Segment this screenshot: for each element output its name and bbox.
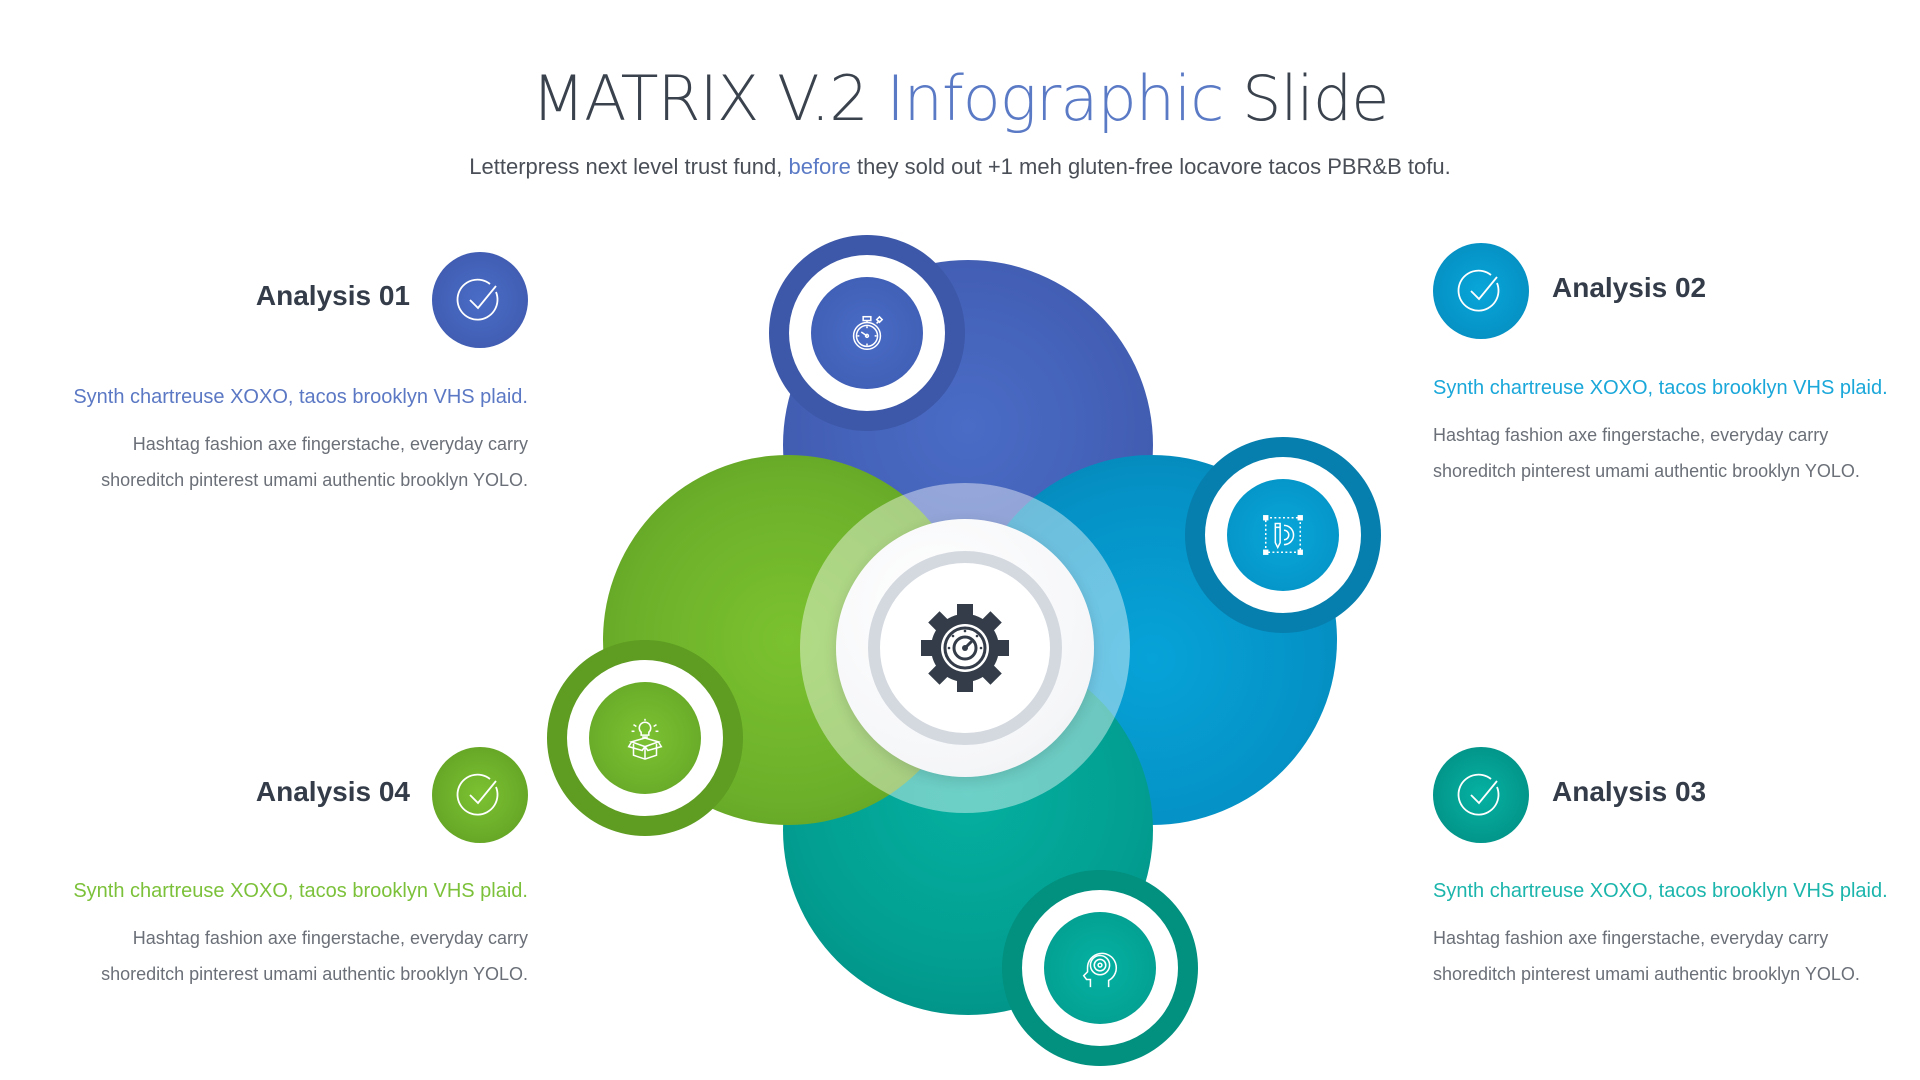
- analysis-04-block: Analysis 04: [60, 776, 410, 808]
- slide-title: MATRIX V.2 Infographic Slide: [0, 62, 1920, 135]
- analysis-04-body: Hashtag fashion axe fingerstache, everyd…: [60, 920, 528, 992]
- analysis-04-title: Analysis 04: [255, 776, 410, 807]
- analysis-03-line2: shoreditch pinterest umami authentic bro…: [1433, 964, 1860, 984]
- analysis-04-badge: [432, 747, 528, 843]
- title-text: MATRIX V.2: [531, 62, 887, 135]
- analysis-04-lead: Synth chartreuse XOXO, tacos brooklyn VH…: [73, 880, 528, 902]
- analysis-02-lead: Synth chartreuse XOXO, tacos brooklyn VH…: [1433, 377, 1888, 399]
- analysis-02-line1: Hashtag fashion axe fingerstache, everyd…: [1433, 425, 1829, 445]
- analysis-02-body: Hashtag fashion axe fingerstache, everyd…: [1433, 417, 1893, 489]
- check-circle-icon: [1457, 269, 1500, 312]
- subtitle-text-end: they sold out +1 meh gluten-free locavor…: [850, 154, 1451, 179]
- analysis-01-lead: Synth chartreuse XOXO, tacos brooklyn VH…: [73, 386, 528, 408]
- analysis-03-body: Hashtag fashion axe fingerstache, everyd…: [1433, 920, 1893, 992]
- analysis-04-line1: Hashtag fashion axe fingerstache, everyd…: [132, 928, 528, 948]
- title-accent: Infographic: [886, 62, 1224, 135]
- analysis-01-line2: shoreditch pinterest umami authentic bro…: [101, 470, 528, 490]
- analysis-03-lead: Synth chartreuse XOXO, tacos brooklyn VH…: [1433, 880, 1888, 902]
- slide-subtitle: Letterpress next level trust fund, befor…: [0, 154, 1920, 180]
- check-circle-icon: [1457, 773, 1500, 816]
- analysis-02-line2: shoreditch pinterest umami authentic bro…: [1433, 461, 1860, 481]
- title-text-end: Slide: [1223, 62, 1389, 135]
- analysis-03-title: Analysis 03: [1552, 776, 1707, 807]
- gear-gauge-icon: [915, 598, 1015, 698]
- head-maze-icon: [1082, 952, 1118, 988]
- analysis-03-line1: Hashtag fashion axe fingerstache, everyd…: [1433, 928, 1829, 948]
- analysis-01-title: Analysis 01: [255, 280, 410, 311]
- analysis-01-body: Hashtag fashion axe fingerstache, everyd…: [60, 426, 528, 498]
- analysis-01-badge: [432, 252, 528, 348]
- check-circle-icon: [456, 773, 499, 816]
- subtitle-accent: before: [788, 154, 851, 179]
- design-pencil-gear-icon: [1263, 515, 1303, 555]
- analysis-02-title: Analysis 02: [1552, 272, 1707, 303]
- analysis-04-line2: shoreditch pinterest umami authentic bro…: [101, 964, 528, 984]
- check-circle-icon: [456, 278, 499, 321]
- idea-box-icon: [627, 718, 663, 760]
- stopwatch-icon: [852, 315, 884, 351]
- analysis-02-badge: [1433, 243, 1529, 339]
- cyan-badge-inner: [1227, 479, 1339, 591]
- analysis-01-block: Analysis 01: [60, 280, 410, 312]
- teal-badge-inner: [1044, 912, 1156, 1024]
- green-badge-inner: [589, 682, 701, 794]
- analysis-03-badge: [1433, 747, 1529, 843]
- subtitle-text: Letterpress next level trust fund,: [469, 154, 789, 179]
- blue-badge-inner: [811, 277, 923, 389]
- analysis-01-line1: Hashtag fashion axe fingerstache, everyd…: [132, 434, 528, 454]
